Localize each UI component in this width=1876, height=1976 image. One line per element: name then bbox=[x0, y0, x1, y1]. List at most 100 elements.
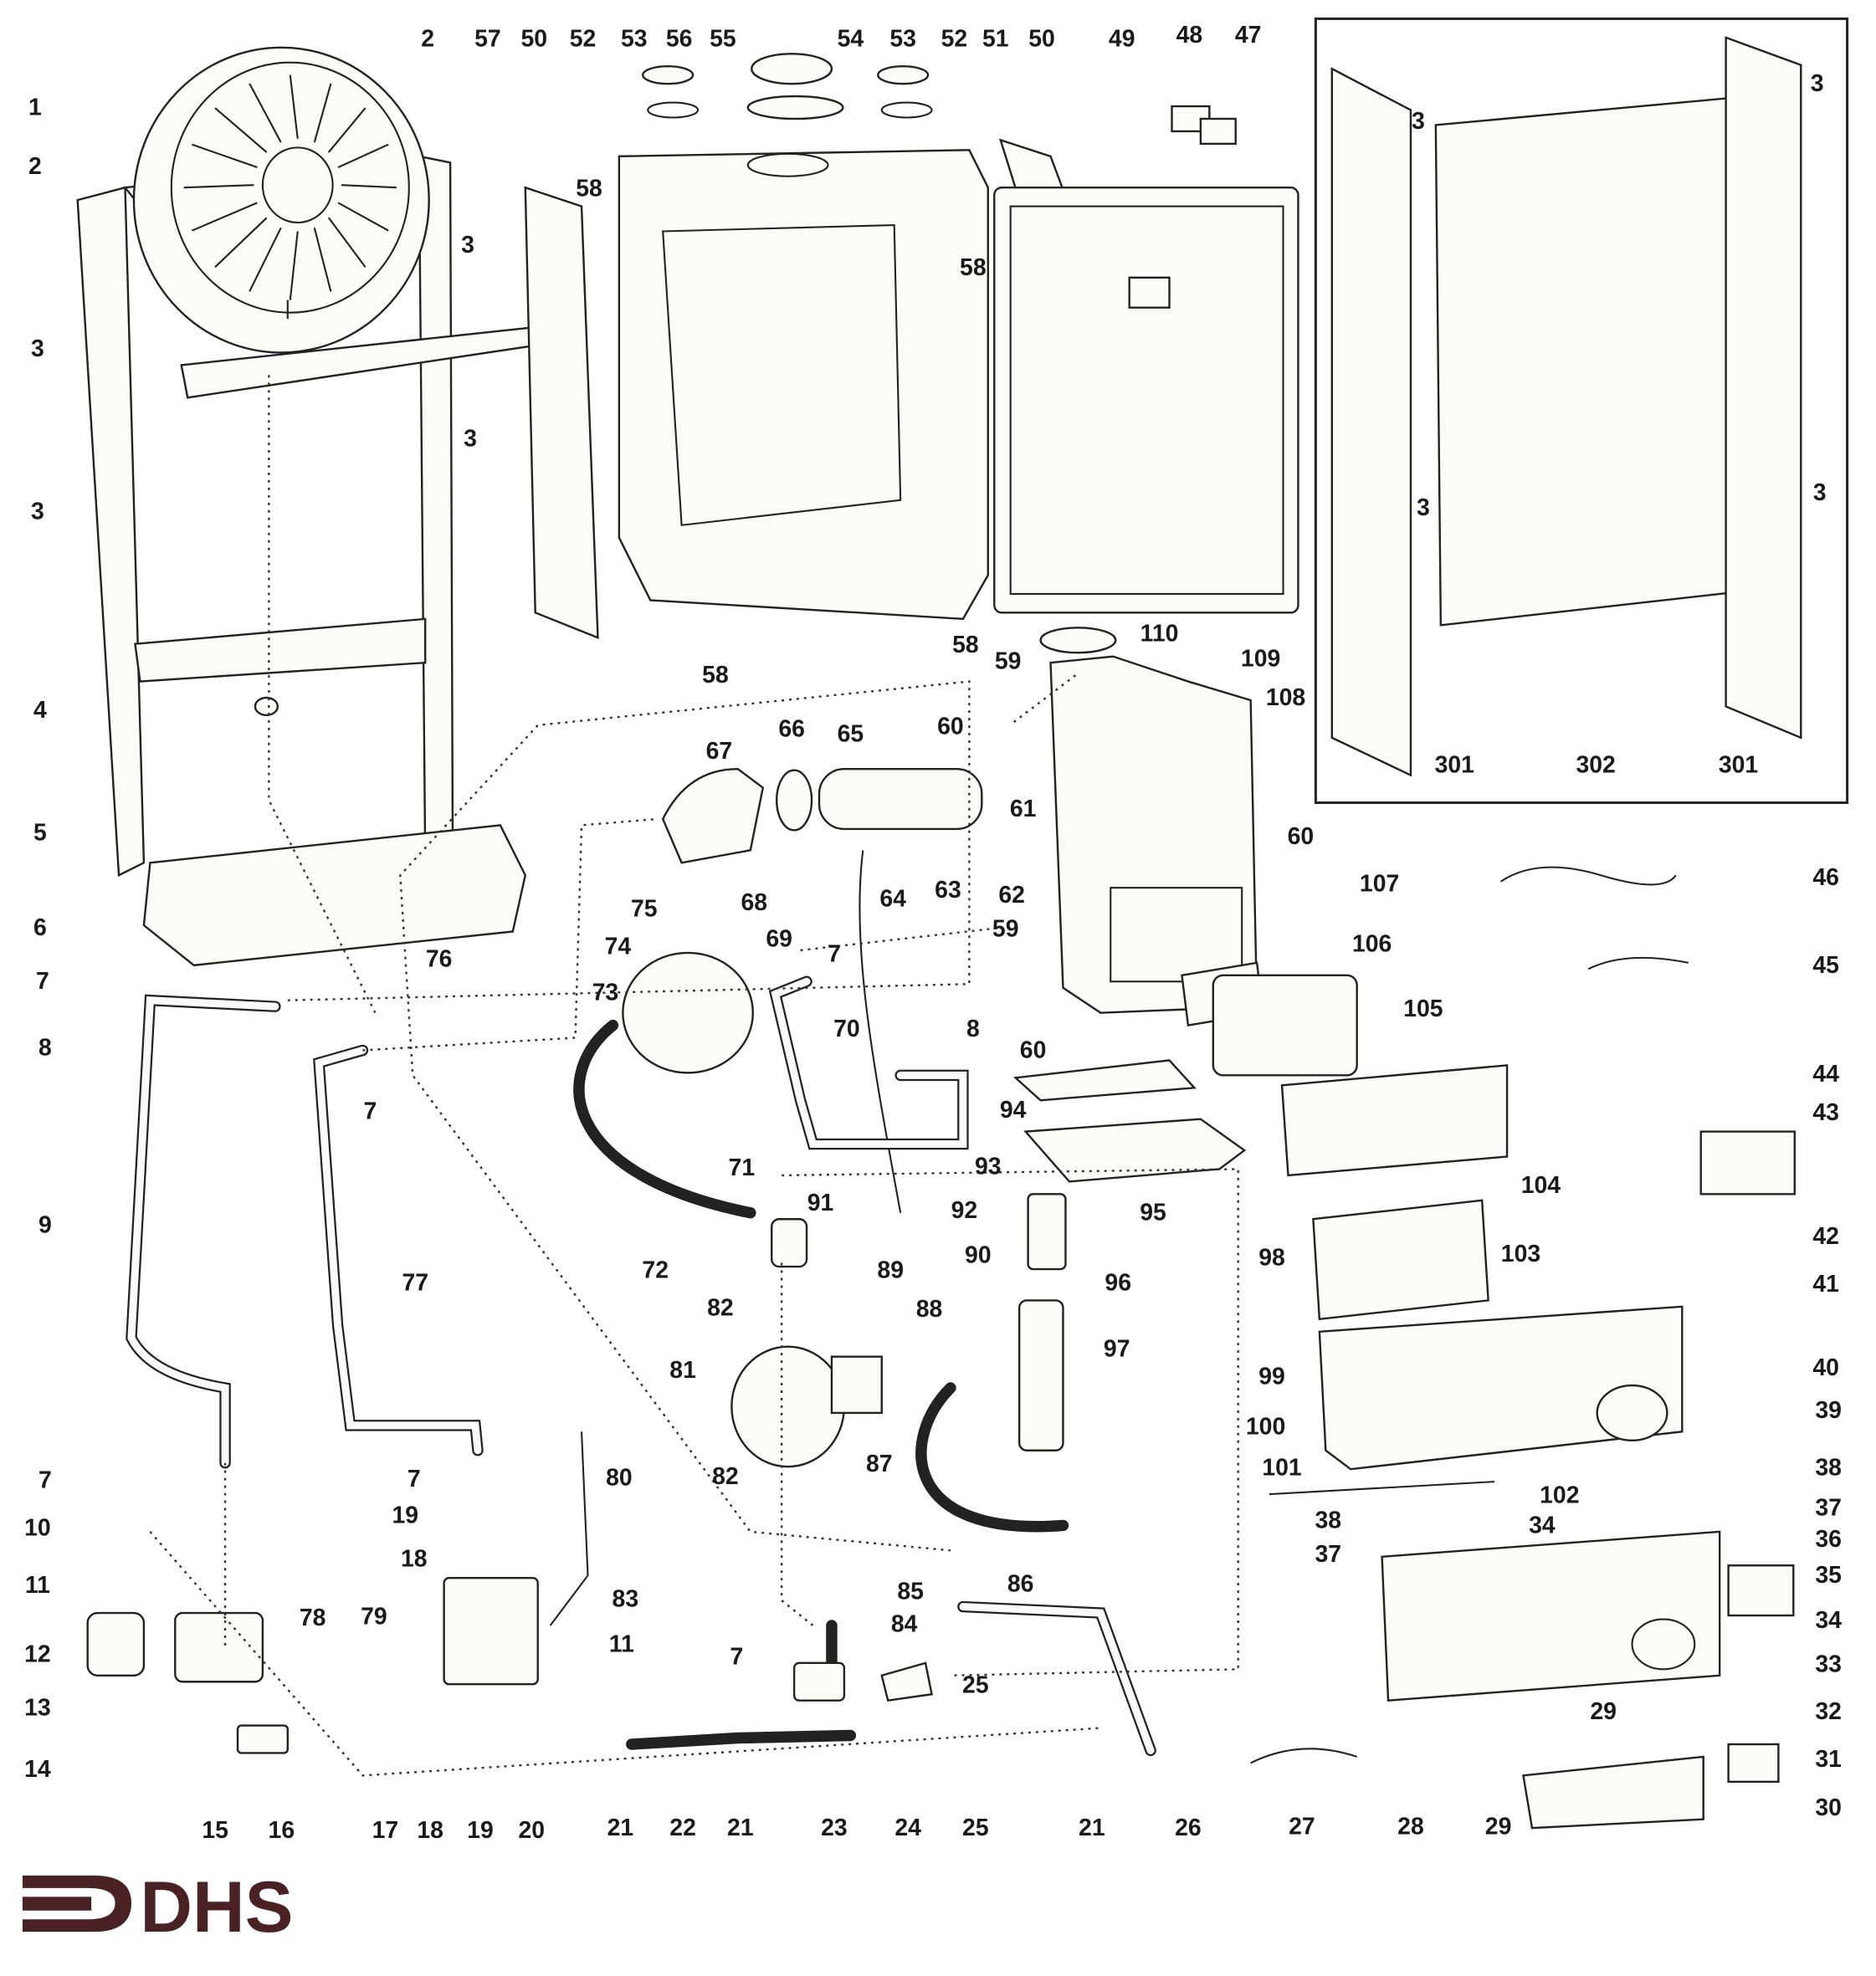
callout-28: 28 bbox=[1397, 1814, 1424, 1840]
callout-38: 38 bbox=[1815, 1455, 1842, 1482]
callout-52: 52 bbox=[941, 25, 968, 52]
callout-98: 98 bbox=[1258, 1245, 1285, 1272]
callout-37: 37 bbox=[1815, 1494, 1842, 1521]
display-pcb bbox=[1699, 1130, 1797, 1195]
callout-71: 71 bbox=[729, 1154, 756, 1181]
callout-10: 10 bbox=[24, 1514, 51, 1541]
callout-8: 8 bbox=[38, 1034, 52, 1061]
callout-55: 55 bbox=[710, 25, 736, 52]
outer-side-panel-left bbox=[1330, 67, 1412, 777]
callout-57: 57 bbox=[474, 25, 501, 52]
callout-102: 102 bbox=[1540, 1482, 1579, 1509]
callout-30: 30 bbox=[1815, 1794, 1842, 1821]
callout-48: 48 bbox=[1176, 22, 1203, 49]
callout-86: 86 bbox=[1007, 1571, 1034, 1598]
callout-87: 87 bbox=[866, 1451, 893, 1477]
callout-32: 32 bbox=[1815, 1698, 1842, 1725]
callout-24: 24 bbox=[894, 1815, 921, 1841]
callout-65: 65 bbox=[838, 720, 864, 747]
callout-21: 21 bbox=[1079, 1815, 1105, 1841]
callout-8: 8 bbox=[966, 1016, 980, 1042]
elbow bbox=[661, 767, 765, 864]
callout-7: 7 bbox=[364, 1098, 377, 1125]
callout-45: 45 bbox=[1812, 952, 1839, 979]
callout-54: 54 bbox=[838, 25, 864, 52]
callout-93: 93 bbox=[975, 1153, 1002, 1180]
callout-3: 3 bbox=[464, 426, 477, 453]
heat-exchanger bbox=[1049, 655, 1258, 1014]
callout-301: 301 bbox=[1719, 752, 1758, 779]
fan bbox=[622, 951, 754, 1074]
gas-valve bbox=[443, 1577, 539, 1686]
gasket-94 bbox=[1012, 1059, 1197, 1102]
logo-arrow-icon bbox=[22, 1875, 131, 1932]
heat-exchanger-cover bbox=[1212, 974, 1358, 1077]
callout-60: 60 bbox=[1288, 823, 1315, 850]
callout-110: 110 bbox=[1140, 621, 1179, 648]
callout-89: 89 bbox=[877, 1257, 904, 1283]
callout-47: 47 bbox=[1235, 22, 1262, 49]
callout-38: 38 bbox=[1315, 1507, 1342, 1533]
diverter-valve bbox=[174, 1611, 264, 1683]
callout-90: 90 bbox=[965, 1242, 992, 1269]
sump bbox=[1023, 1118, 1247, 1183]
callout-25: 25 bbox=[962, 1672, 989, 1699]
callout-25: 25 bbox=[962, 1815, 989, 1841]
callout-11: 11 bbox=[609, 1630, 634, 1657]
callout-16: 16 bbox=[269, 1817, 295, 1844]
callout-60: 60 bbox=[937, 713, 964, 740]
callout-59: 59 bbox=[992, 915, 1019, 942]
callout-26: 26 bbox=[1175, 1815, 1202, 1841]
callout-11: 11 bbox=[25, 1572, 50, 1599]
callout-96: 96 bbox=[1105, 1269, 1131, 1296]
callout-67: 67 bbox=[706, 738, 733, 765]
callout-81: 81 bbox=[669, 1357, 696, 1384]
callout-29: 29 bbox=[1485, 1814, 1512, 1840]
fascia bbox=[1381, 1530, 1721, 1702]
callout-103: 103 bbox=[1501, 1241, 1540, 1267]
callout-15: 15 bbox=[202, 1817, 228, 1844]
callout-58: 58 bbox=[576, 176, 602, 202]
callout-42: 42 bbox=[1812, 1223, 1839, 1250]
callout-56: 56 bbox=[666, 25, 693, 52]
callout-106: 106 bbox=[1352, 930, 1392, 957]
callout-36: 36 bbox=[1815, 1526, 1842, 1553]
callout-77: 77 bbox=[402, 1269, 428, 1296]
callout-99: 99 bbox=[1258, 1364, 1285, 1390]
callout-107: 107 bbox=[1360, 871, 1399, 898]
callout-3: 3 bbox=[31, 335, 44, 362]
callout-104: 104 bbox=[1521, 1172, 1561, 1199]
callout-43: 43 bbox=[1812, 1099, 1839, 1126]
callout-2: 2 bbox=[421, 25, 434, 52]
callout-18: 18 bbox=[401, 1546, 428, 1573]
callout-68: 68 bbox=[741, 889, 768, 916]
callout-101: 101 bbox=[1262, 1455, 1301, 1482]
callout-18: 18 bbox=[417, 1817, 443, 1844]
callout-3: 3 bbox=[461, 232, 474, 259]
callout-1: 1 bbox=[28, 95, 42, 121]
callout-50: 50 bbox=[520, 25, 547, 52]
callout-22: 22 bbox=[669, 1815, 696, 1841]
dhs-logo: DHS bbox=[22, 1867, 293, 1948]
pump bbox=[730, 1345, 846, 1468]
callout-85: 85 bbox=[897, 1579, 924, 1605]
side-panel-left bbox=[524, 186, 599, 640]
callout-27: 27 bbox=[1289, 1814, 1315, 1840]
callout-83: 83 bbox=[613, 1586, 639, 1613]
callout-74: 74 bbox=[605, 933, 632, 960]
callout-53: 53 bbox=[889, 25, 916, 52]
callout-53: 53 bbox=[621, 25, 648, 52]
callout-23: 23 bbox=[821, 1815, 848, 1841]
main-pcb bbox=[1312, 1199, 1489, 1321]
callout-70: 70 bbox=[833, 1016, 860, 1042]
pcb-support bbox=[1280, 1064, 1509, 1177]
callout-41: 41 bbox=[1812, 1271, 1839, 1298]
expansion-vessel bbox=[132, 46, 430, 354]
callout-59: 59 bbox=[995, 648, 1022, 675]
callout-69: 69 bbox=[766, 925, 792, 952]
parts-drawing bbox=[76, 17, 1849, 1830]
auto-air-vent bbox=[771, 1218, 808, 1268]
air-hose bbox=[573, 1019, 756, 1219]
